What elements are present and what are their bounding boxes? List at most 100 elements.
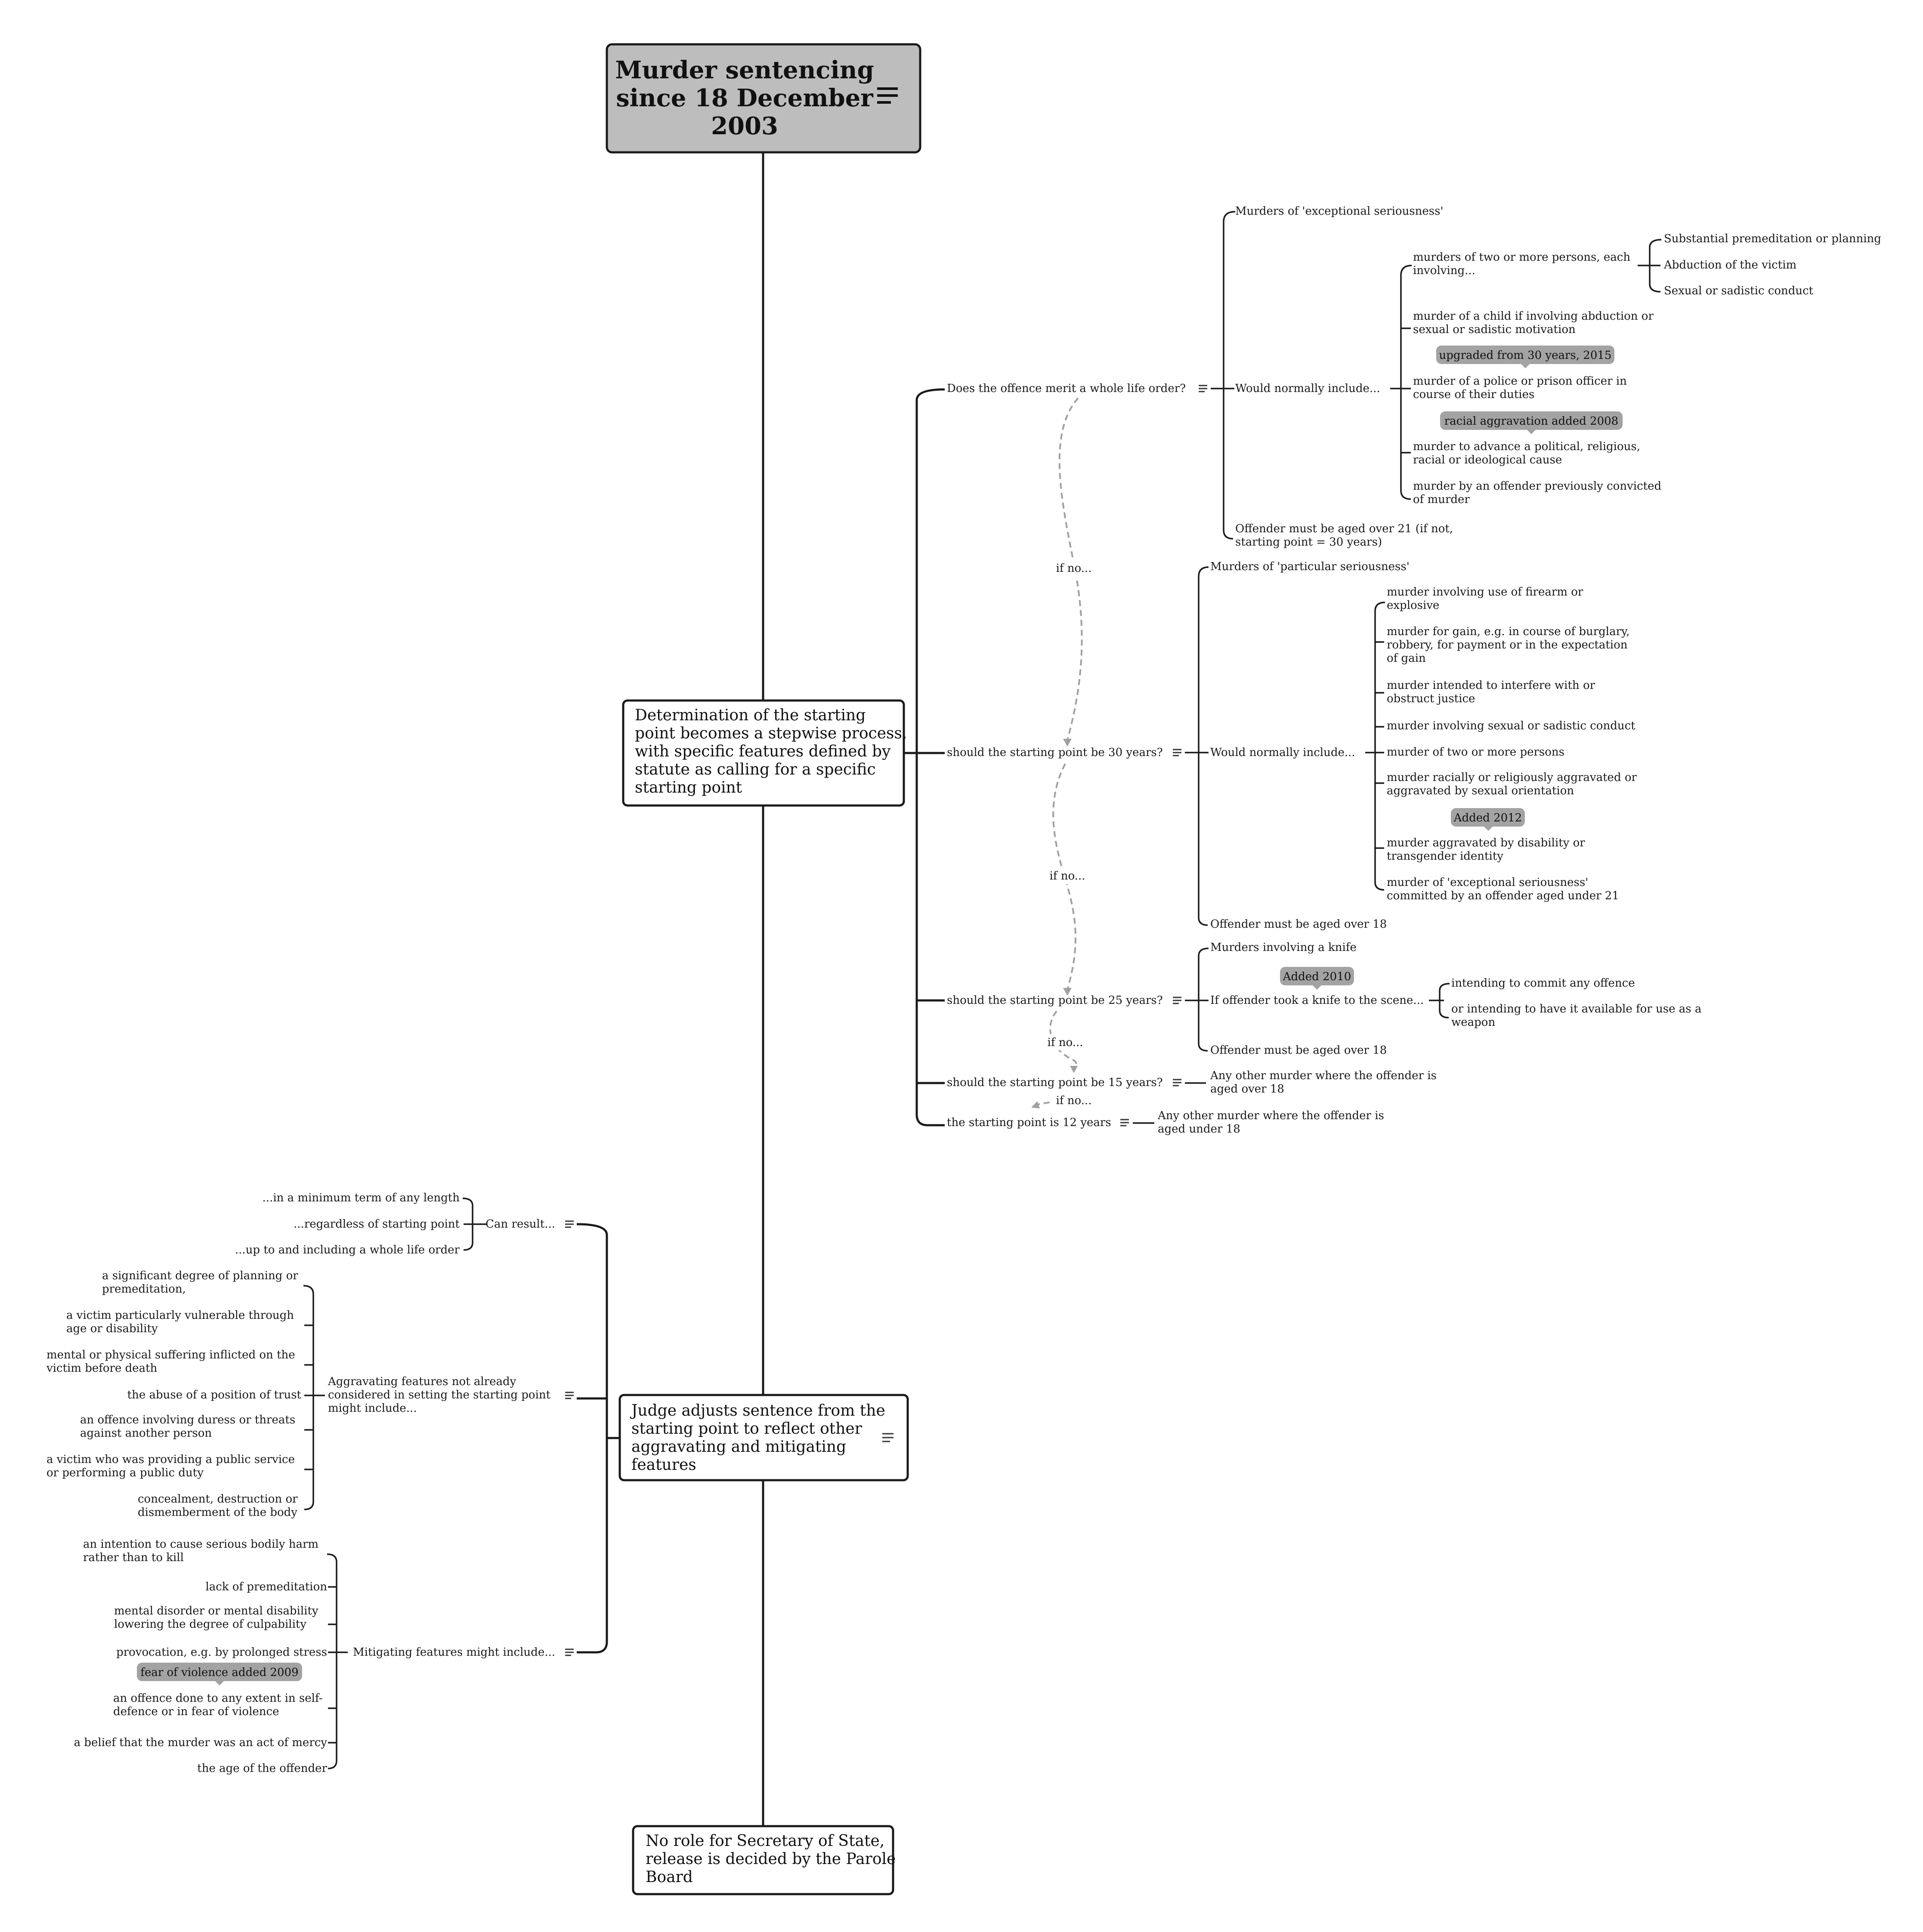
aggravating-item-6-line-2[interactable]: or performing a public duty (46, 1466, 204, 1479)
took-knife[interactable]: If offender took a knife to the scene... (1210, 994, 1424, 1007)
notes-icon[interactable] (1173, 1079, 1181, 1086)
mitigating-item-4[interactable]: provocation, e.g. by prolonged stress (116, 1646, 327, 1659)
mitigating-item-5-line-2[interactable]: defence or in fear of violence (113, 1705, 279, 1718)
political-line-1[interactable]: murder to advance a political, religious… (1413, 440, 1640, 453)
aggravating-item-7-line-1[interactable]: concealment, destruction or (138, 1493, 298, 1506)
two-or-more-line-1[interactable]: murders of two or more persons, each (1413, 251, 1630, 264)
notes-icon[interactable] (565, 1392, 574, 1399)
thirty-item-2-line-2[interactable]: robbery, for payment or in the expectati… (1387, 639, 1628, 651)
mitigating-item-5-line-1[interactable]: an offence done to any extent in self- (113, 1692, 322, 1705)
notes-icon[interactable] (1199, 385, 1207, 392)
fifteen-question[interactable]: should the starting point be 15 years? (947, 1076, 1163, 1089)
exceptional-seriousness[interactable]: Murders of 'exceptional seriousness' (1235, 205, 1444, 218)
judge-node[interactable]: Judge adjusts sentence from the starting… (618, 1394, 909, 1481)
twentyfive-question[interactable]: should the starting point be 25 years? (947, 994, 1163, 1007)
aggravating-item-2-line-1[interactable]: a victim particularly vulnerable through (66, 1309, 294, 1322)
can-result-item-3[interactable]: ...up to and including a whole life orde… (235, 1244, 460, 1256)
mitigating-item-3-line-2[interactable]: lowering the degree of culpability (114, 1618, 306, 1631)
sub-item-abduction[interactable]: Abduction of the victim (1663, 259, 1796, 272)
mitigating-label[interactable]: Mitigating features might include... (353, 1646, 555, 1659)
thirty-item-2-line-1[interactable]: murder for gain, e.g. in course of burgl… (1387, 625, 1630, 638)
can-result-item-1[interactable]: ...in a minimum term of any length (263, 1191, 460, 1204)
twentyfive-age[interactable]: Offender must be aged over 18 (1210, 1044, 1387, 1057)
two-or-more-line-2[interactable]: involving... (1413, 264, 1475, 277)
thirty-item-4[interactable]: murder involving sexual or sadistic cond… (1387, 719, 1635, 732)
stepwise-node[interactable]: Determination of the starting point beco… (622, 699, 907, 807)
knife-weapon-line-2[interactable]: weapon (1451, 1016, 1495, 1029)
notes-icon[interactable] (882, 1433, 893, 1442)
fifteen-detail-line-1[interactable]: Any other murder where the offender is (1210, 1069, 1437, 1082)
previous-line-1[interactable]: murder by an offender previously convict… (1413, 480, 1661, 493)
stepwise-line-4: statute as calling for a specific (635, 761, 876, 778)
aggravating-item-6-line-1[interactable]: a victim who was providing a public serv… (46, 1453, 295, 1466)
mitigating-item-2[interactable]: lack of premeditation (205, 1580, 327, 1593)
notes-icon[interactable] (1173, 749, 1181, 756)
mitigating-item-7[interactable]: the age of the offender (197, 1762, 327, 1775)
particular-seriousness[interactable]: Murders of 'particular seriousness' (1210, 560, 1410, 573)
mitigating-item-3-line-1[interactable]: mental disorder or mental disability (114, 1605, 318, 1617)
police-line-1[interactable]: murder of a police or prison officer in (1413, 375, 1627, 388)
twelve-question[interactable]: the starting point is 12 years (947, 1116, 1111, 1129)
can-result-item-2[interactable]: ...regardless of starting point (294, 1218, 460, 1231)
aggravating-label-line-1[interactable]: Aggravating features not already (328, 1375, 516, 1388)
knife-weapon-line-1[interactable]: or intending to have it available for us… (1451, 1003, 1701, 1015)
thirty-item-8-line-1[interactable]: murder of 'exceptional seriousness' (1387, 876, 1588, 889)
aggravating-item-3-line-2[interactable]: victim before death (46, 1362, 158, 1375)
sub-item-premeditation[interactable]: Substantial premeditation or planning (1664, 232, 1881, 245)
thirty-item-1-line-1[interactable]: murder involving use of firearm or (1387, 586, 1583, 599)
whole-life-would-include[interactable]: Would normally include... (1235, 382, 1380, 395)
parole-line-3: Board (646, 1868, 693, 1886)
thirty-item-2-line-3[interactable]: of gain (1387, 652, 1426, 665)
thirty-item-8-line-2[interactable]: committed by an offender aged under 21 (1387, 889, 1619, 902)
thirty-item-7-line-1[interactable]: murder aggravated by disability or (1387, 836, 1585, 849)
notes-icon[interactable] (1173, 997, 1181, 1004)
police-line-2[interactable]: course of their duties (1413, 388, 1534, 401)
mitigating-item-6[interactable]: a belief that the murder was an act of m… (74, 1736, 328, 1749)
thirty-item-6-line-2[interactable]: aggravated by sexual orientation (1387, 784, 1574, 797)
parole-node[interactable]: No role for Secretary of State, release … (632, 1825, 896, 1895)
aggravating-item-5-line-1[interactable]: an offence involving duress or threats (80, 1414, 295, 1426)
child-line-1[interactable]: murder of a child if involving abduction… (1413, 310, 1654, 323)
aggravating-label-line-3[interactable]: might include... (328, 1402, 417, 1415)
thirty-item-3-line-2[interactable]: obstruct justice (1387, 692, 1475, 705)
thirty-item-3-line-1[interactable]: murder intended to interfere with or (1387, 679, 1595, 692)
thirty-age[interactable]: Offender must be aged over 18 (1210, 918, 1387, 931)
fifteen-detail-line-2[interactable]: aged over 18 (1210, 1083, 1284, 1096)
knife-murders[interactable]: Murders involving a knife (1210, 941, 1357, 954)
notes-icon[interactable] (565, 1648, 574, 1656)
sub-item-sexual[interactable]: Sexual or sadistic conduct (1664, 284, 1814, 297)
twelve-detail-line-1[interactable]: Any other murder where the offender is (1157, 1109, 1384, 1122)
aggravating-item-2-line-2[interactable]: age or disability (66, 1322, 158, 1335)
child-line-2[interactable]: sexual or sadistic motivation (1413, 323, 1576, 336)
badge-2012: Added 2012 (1451, 808, 1525, 831)
notes-icon[interactable] (565, 1220, 574, 1228)
thirty-item-6-line-1[interactable]: murder racially or religiously aggravate… (1387, 771, 1637, 784)
thirty-question[interactable]: should the starting point be 30 years? (947, 746, 1163, 759)
mitigating-item-1-line-1[interactable]: an intention to cause serious bodily har… (83, 1538, 318, 1551)
mitigating-item-1-line-2[interactable]: rather than to kill (83, 1551, 184, 1564)
aggravating-item-5-line-2[interactable]: against another person (80, 1427, 212, 1440)
previous-line-2[interactable]: of murder (1413, 493, 1470, 506)
aggravating-label-line-2[interactable]: considered in setting the starting point (328, 1389, 551, 1401)
twelve-detail-line-2[interactable]: aged under 18 (1158, 1123, 1240, 1136)
aggravating-item-4[interactable]: the abuse of a position of trust (127, 1389, 302, 1401)
thirty-would-include[interactable]: Would normally include... (1210, 746, 1355, 759)
thirty-item-1-line-2[interactable]: explosive (1387, 599, 1439, 612)
knife-intent-offence[interactable]: intending to commit any offence (1451, 977, 1635, 990)
thirty-item-5[interactable]: murder of two or more persons (1387, 746, 1564, 759)
notes-icon[interactable] (1120, 1119, 1129, 1126)
aggravating-item-1-line-2[interactable]: premeditation, (102, 1283, 186, 1296)
whole-life-age-line-2[interactable]: starting point = 30 years) (1235, 536, 1382, 549)
aggravating-item-3-line-1[interactable]: mental or physical suffering inflicted o… (46, 1349, 295, 1361)
aggravating-item-1-line-1[interactable]: a significant degree of planning or (102, 1269, 298, 1282)
thirty-item-7-line-2[interactable]: transgender identity (1387, 850, 1503, 863)
aggravating-item-7-line-2[interactable]: dismemberment of the body (138, 1506, 297, 1519)
svg-text:upgraded from 30 years, 2015: upgraded from 30 years, 2015 (1439, 349, 1612, 362)
can-result-label[interactable]: Can result... (485, 1218, 555, 1231)
notes-icon[interactable] (877, 87, 898, 104)
whole-life-age-line-1[interactable]: Offender must be aged over 21 (if not, (1235, 522, 1453, 535)
root-node[interactable]: Murder sentencing since 18 December 2003 (606, 43, 921, 154)
whole-life-question[interactable]: Does the offence merit a whole life orde… (947, 382, 1186, 395)
political-line-2[interactable]: racial or ideological cause (1413, 454, 1562, 466)
aggravating-branch: Aggravating features not already conside… (46, 1269, 574, 1519)
